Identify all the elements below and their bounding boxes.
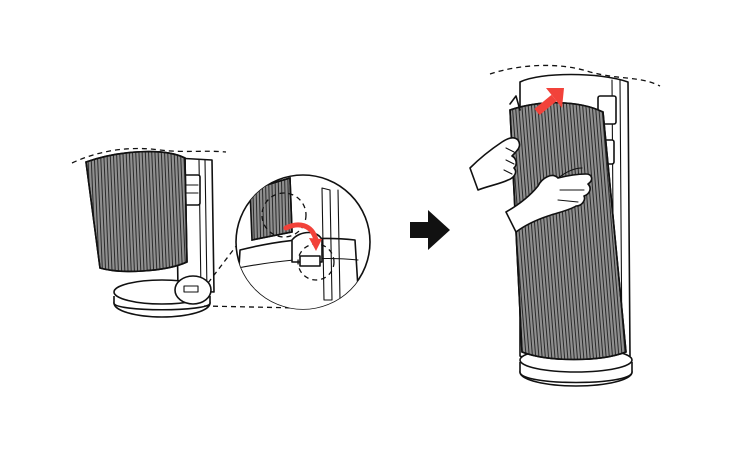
filter-pleat-line bbox=[526, 102, 550, 360]
filter-pleat-line bbox=[536, 102, 560, 360]
filter-pleat-line bbox=[115, 151, 123, 272]
filter-pleat-line bbox=[134, 151, 142, 272]
filter-pleat-line bbox=[96, 151, 104, 272]
filter-pleat-line bbox=[137, 151, 145, 272]
right-purifier-illustration bbox=[469, 64, 661, 387]
zoom-latch bbox=[299, 255, 321, 267]
filter-pleat-line bbox=[105, 151, 113, 272]
filter-pleat-line bbox=[581, 102, 605, 360]
filter-pleat-line bbox=[277, 178, 281, 240]
filter-pleat-line bbox=[150, 151, 158, 272]
filter-pleat-line bbox=[574, 102, 598, 360]
filter-pleat-line bbox=[600, 102, 624, 360]
filter-pleat-line bbox=[597, 102, 621, 360]
filter-pleat-line bbox=[568, 102, 592, 360]
filter-pleat-line bbox=[109, 151, 117, 272]
filter-pleat-line bbox=[594, 102, 618, 360]
filter-pleat-line bbox=[99, 151, 107, 272]
filter-pleat-line bbox=[630, 95, 652, 368]
filter-pleat-line bbox=[131, 151, 139, 272]
filter-pleat-line bbox=[549, 102, 573, 360]
filter-pleat-line bbox=[523, 102, 547, 360]
filter-pleat-line bbox=[552, 102, 576, 360]
curved-arrow-head bbox=[309, 238, 322, 251]
filter-pleat-line bbox=[546, 102, 570, 360]
filter-pleat-line bbox=[121, 151, 129, 272]
filter-pleat-line bbox=[530, 102, 554, 360]
filter-pleat-line bbox=[166, 151, 174, 272]
filter-pleat-line bbox=[584, 102, 608, 360]
filter-pleat-line bbox=[555, 102, 579, 360]
filter-pleat-line bbox=[179, 151, 187, 272]
curved-arrow-icon bbox=[283, 222, 319, 243]
filter-pleat-line bbox=[587, 102, 611, 360]
filter-pleat-line bbox=[173, 151, 181, 272]
filter-pleat-line bbox=[160, 151, 168, 272]
filter-pleat-line bbox=[565, 102, 589, 360]
filter-pleat-line bbox=[157, 151, 165, 272]
left-hand bbox=[469, 137, 521, 191]
filter-pleat-line bbox=[144, 151, 152, 272]
zoom-leader-bottom bbox=[203, 305, 301, 309]
filter-pleat-line bbox=[128, 151, 136, 272]
filter-pleat-line bbox=[112, 151, 120, 272]
filter-pleat-line bbox=[163, 151, 171, 272]
zoom-detail bbox=[235, 174, 371, 310]
right-hand bbox=[505, 173, 593, 233]
filter-pleat-line bbox=[153, 151, 161, 272]
filter-pleat-line bbox=[118, 151, 126, 272]
filter-pleat-line bbox=[141, 151, 149, 272]
filter-pleat-line bbox=[125, 151, 133, 272]
filter-pleat-line bbox=[176, 151, 184, 272]
filter-pleat-line bbox=[102, 151, 110, 272]
filter-pleat-line bbox=[539, 102, 563, 360]
filter-pleat-line bbox=[558, 102, 582, 360]
left-detail-circle bbox=[174, 275, 212, 305]
filter-pleat-line bbox=[542, 102, 566, 360]
filter-pleat-line bbox=[578, 102, 602, 360]
filter-pleat-line bbox=[571, 102, 595, 360]
left-latch bbox=[183, 285, 199, 293]
filter-pleat-line bbox=[517, 102, 541, 360]
straight-arrow-icon bbox=[534, 88, 564, 116]
filter-pleat-line bbox=[590, 102, 614, 360]
right-arrow-icon bbox=[410, 210, 450, 250]
filter-pleat-line bbox=[562, 102, 586, 360]
filter-pleat-line bbox=[533, 102, 557, 360]
filter-pleat-line bbox=[520, 102, 544, 360]
zoom-inner-circle-filter bbox=[261, 192, 307, 238]
filter-pleat-line bbox=[147, 151, 155, 272]
right-top-cut-line bbox=[489, 64, 661, 87]
filter-pleat-line bbox=[169, 151, 177, 272]
left-top-cut-line bbox=[71, 147, 227, 164]
